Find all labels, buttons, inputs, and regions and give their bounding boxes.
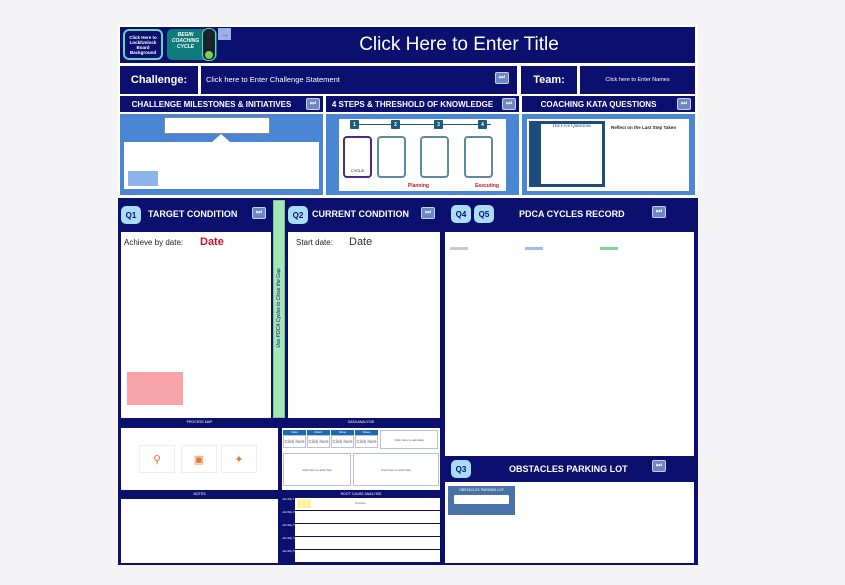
current-condition-title: CURRENT CONDITION <box>312 209 409 219</box>
data-analysis-label: DATA ANALYSIS <box>347 420 375 424</box>
executing-label: Executing <box>475 183 499 189</box>
traffic-light-icon <box>202 28 216 61</box>
sticky-note[interactable] <box>128 171 158 186</box>
target-condition-panel[interactable]: Achieve by date: Date <box>121 232 271 418</box>
milestones-header: CHALLENGE MILESTONES & INITIATIVES <box>120 96 323 112</box>
pdca-strip: Use PDCA Cycles to Close the Gap <box>273 200 285 418</box>
notes-label: NOTES <box>193 492 206 496</box>
q3-badge: Q3 <box>451 460 471 478</box>
kata-panel: The Five Questions Reflect on the Last S… <box>522 114 695 195</box>
current-condition-panel[interactable]: Start date: Date <box>288 232 440 418</box>
sticky-note[interactable] <box>127 372 183 405</box>
kata-card: The Five Questions Reflect on the Last S… <box>527 119 689 191</box>
target-condition-title: TARGET CONDITION <box>148 209 238 219</box>
data-cell[interactable]: Click here <box>307 435 330 448</box>
four-steps-diagram: 1 2 3 4 CYCLE Planning Executing <box>339 119 506 191</box>
step-3: 3 <box>434 120 443 129</box>
fast-forward-icon[interactable]: ⏭ <box>421 207 435 219</box>
why-label: Ask Why 5 <box>282 550 295 553</box>
process-map-label: PROCESS MAP <box>186 420 213 424</box>
q2-badge: Q2 <box>288 206 308 224</box>
fast-forward-icon[interactable]: ⏭ <box>677 98 691 110</box>
why-row[interactable]: Problem <box>295 498 440 510</box>
data-cell[interactable]: Click here <box>331 435 354 448</box>
diagram-icon[interactable]: ⚲ <box>139 445 175 473</box>
four-steps-title: 4 STEPS & THRESHOLD OF KNOWLEDGE <box>331 99 494 109</box>
col-header: Data <box>283 430 306 435</box>
root-cause-label: ROOT CAUSE ANALYSIS <box>340 492 382 496</box>
challenge-statement[interactable]: Click here to Enter Challenge Statement <box>201 66 517 94</box>
pdca-title: PDCA CYCLES RECORD <box>519 209 625 219</box>
layout-icon[interactable]: ▣ <box>181 445 217 473</box>
obstacles-panel[interactable]: OBSTACLES PARKING LOT <box>445 482 694 563</box>
why-row[interactable] <box>295 550 440 562</box>
step-2: 2 <box>391 120 400 129</box>
data-box[interactable]: Click here to add data <box>380 430 438 449</box>
fast-forward-icon[interactable]: ⏭ <box>306 98 320 110</box>
milestones-panel <box>120 114 323 195</box>
team-label: Team: <box>521 66 577 94</box>
step-1: 1 <box>350 120 359 129</box>
obstacles-card-title: OBSTACLES PARKING LOT <box>459 488 504 492</box>
five-questions: The Five Questions <box>529 121 605 187</box>
fast-forward-icon[interactable]: ⏭ <box>502 98 516 110</box>
kata-title: COACHING KATA QUESTIONS <box>540 99 657 109</box>
pdca-panel[interactable] <box>445 232 694 456</box>
fast-forward-icon[interactable]: ⏭ <box>252 207 266 219</box>
four-steps-header: 4 STEPS & THRESHOLD OF KNOWLEDGE <box>326 96 519 112</box>
process-map-panel[interactable]: ⚲ ▣ ✦ <box>121 428 278 490</box>
board-title[interactable]: Click Here to Enter Title <box>359 34 559 55</box>
step-4: 4 <box>478 120 487 129</box>
obstacles-card[interactable]: OBSTACLES PARKING LOT <box>448 486 515 515</box>
achieve-by-date[interactable]: Date <box>200 236 224 248</box>
arrow-right-icon[interactable]: → <box>218 28 231 40</box>
fast-forward-icon[interactable]: ⏭ <box>652 206 666 218</box>
milestones-diagram <box>164 117 270 134</box>
achieve-by-label: Achieve by date: <box>124 238 184 247</box>
data-table-header: Data Metric Value Notes <box>283 430 378 435</box>
problem-text: Problem <box>355 501 367 505</box>
start-date[interactable]: Date <box>349 236 373 248</box>
col-header: Metric <box>307 430 330 435</box>
start-date-label: Start date: <box>296 238 333 247</box>
q5-badge: Q5 <box>474 205 494 223</box>
root-cause-table: Ask Why 1 Problem Ask Why 2 Ask Why 3 Ask… <box>282 498 440 563</box>
cycle-box: CYCLE <box>343 136 372 178</box>
why-label: Ask Why 3 <box>282 524 295 527</box>
team-names[interactable]: Click here to Enter Names <box>580 66 695 94</box>
five-questions-title: The Five Questions <box>541 124 602 184</box>
data-analysis-panel: Data Metric Value Notes Click here Click… <box>282 428 440 490</box>
col-header: Value <box>331 430 354 435</box>
chart-box[interactable]: Click here to add chart <box>353 453 439 486</box>
lock-background-button[interactable]: Click Here to Lock/Unlock Board Backgrou… <box>123 29 163 60</box>
fast-forward-icon[interactable]: ⏭ <box>495 72 509 84</box>
q4-badge: Q4 <box>451 205 471 223</box>
why-label: Ask Why 1 <box>282 498 295 501</box>
why-label: Ask Why 4 <box>282 537 295 540</box>
pdca-strip-label: Use PDCA Cycles to Close the Gap <box>276 268 282 348</box>
chart-box[interactable]: Click here to add chart <box>283 453 351 486</box>
kata-header: COACHING KATA QUESTIONS <box>522 96 695 112</box>
why-row[interactable] <box>295 524 440 536</box>
challenge-label: Challenge: <box>120 66 198 94</box>
why-row[interactable] <box>295 537 440 549</box>
why-row[interactable] <box>295 511 440 523</box>
fast-forward-icon[interactable]: ⏭ <box>652 460 666 472</box>
obstacles-title: OBSTACLES PARKING LOT <box>509 464 628 474</box>
sparkle-icon[interactable]: ✦ <box>221 445 257 473</box>
milestones-title: CHALLENGE MILESTONES & INITIATIVES <box>131 99 292 109</box>
q1-badge: Q1 <box>121 206 141 224</box>
planning-label: Planning <box>407 183 429 189</box>
data-cell[interactable]: Click here <box>355 435 378 448</box>
col-header: Notes <box>355 430 378 435</box>
four-steps-panel: 1 2 3 4 CYCLE Planning Executing <box>326 114 519 195</box>
data-cell[interactable]: Click here <box>283 435 306 448</box>
notes-panel[interactable] <box>121 499 278 563</box>
reflect-title: Reflect on the Last Step Taken <box>611 125 677 130</box>
why-label: Ask Why 2 <box>282 511 295 514</box>
